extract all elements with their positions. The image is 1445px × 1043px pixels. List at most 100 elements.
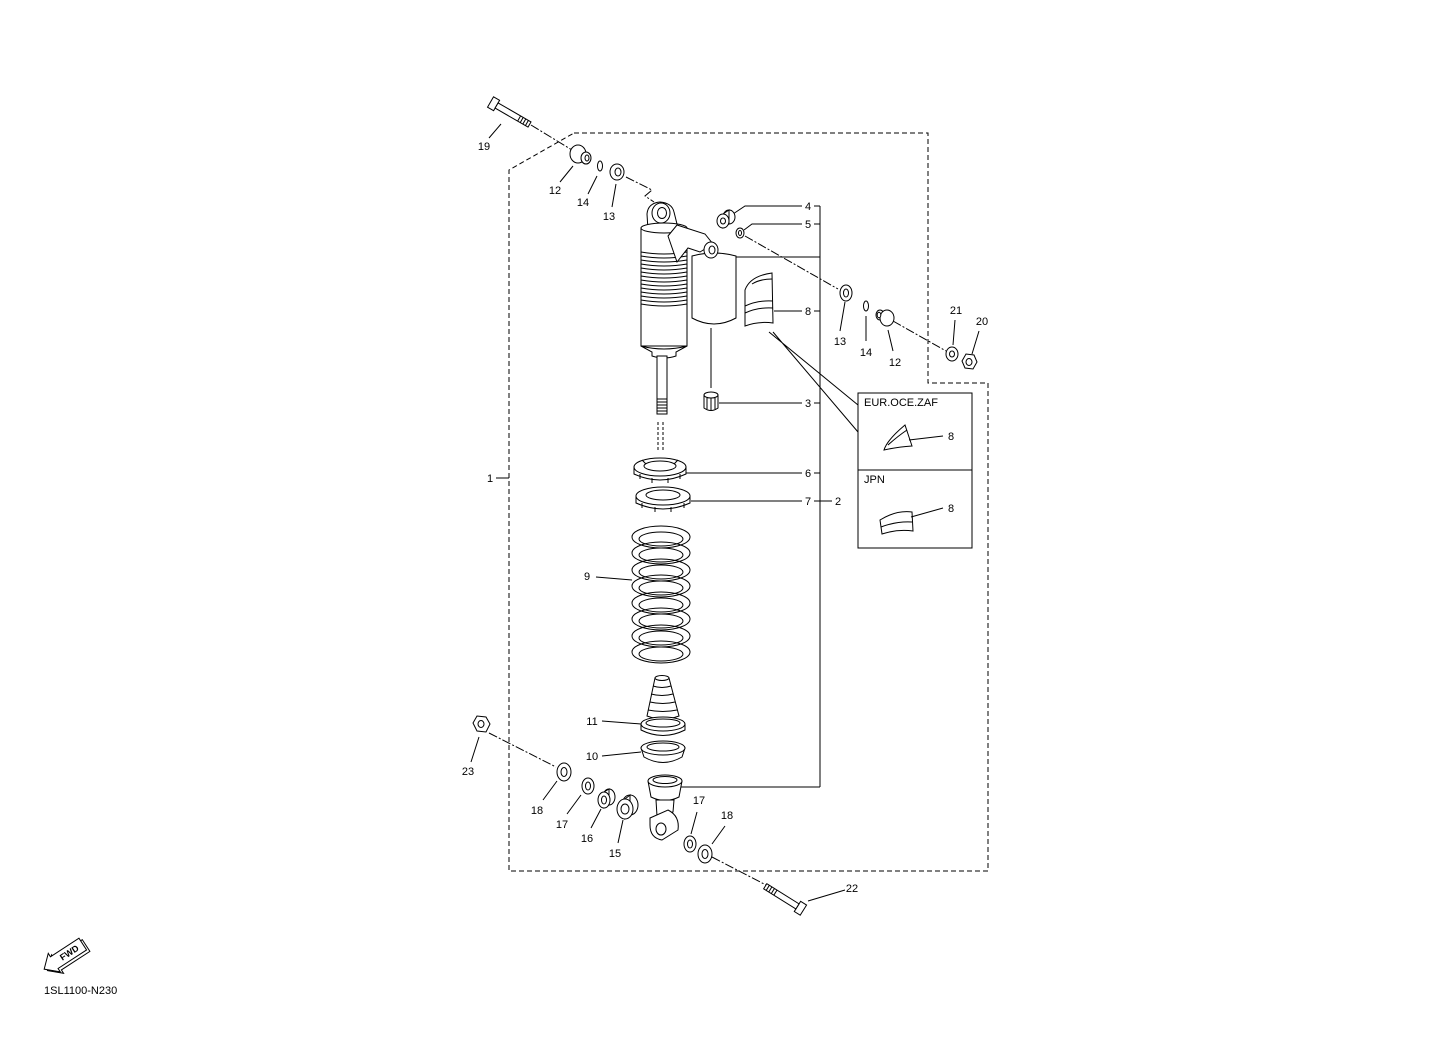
- inset-band-top-edge: [887, 429, 908, 446]
- part-3-knurl: [706, 398, 716, 410]
- callout-7: 7: [805, 496, 811, 508]
- shock-rod-thread: [657, 398, 667, 412]
- drawing-code: 1SL1100-N230: [44, 985, 117, 997]
- callout-16: 16: [581, 833, 593, 845]
- callout-21: 21: [950, 305, 962, 317]
- bolt-lower-thread: [765, 885, 778, 896]
- bolt-top-shaft: [494, 102, 532, 128]
- group-bracket: [680, 205, 832, 788]
- part-5-hole: [738, 230, 742, 236]
- bump-stop-ridges: [647, 685, 678, 712]
- part-4-hole: [720, 217, 726, 225]
- washer-top-hole: [614, 167, 622, 177]
- callout-17-right: 17: [693, 795, 705, 807]
- nut-lower-hole: [477, 720, 485, 728]
- bump-stop-top: [654, 675, 670, 681]
- oring-top: [597, 160, 603, 172]
- ring-10-hole: [646, 742, 680, 752]
- alignment-line-top: [530, 124, 573, 151]
- spring-coil: [631, 541, 691, 565]
- bearing-hole: [620, 803, 630, 815]
- clevis-eye-hole: [655, 822, 667, 836]
- collar-top-hole: [584, 154, 590, 162]
- callout-15: 15: [609, 848, 621, 860]
- callout-22: 22: [846, 883, 858, 895]
- spring-coil-inner: [638, 547, 684, 563]
- callout-14-top: 14: [577, 197, 589, 209]
- bushing-lower-left-hole: [585, 781, 591, 791]
- shock-rod: [656, 355, 668, 415]
- callout-17-left: 17: [556, 819, 568, 831]
- spacer-hole: [601, 795, 607, 805]
- reservoir-knob-center: [708, 245, 716, 255]
- part-3-top: [703, 391, 719, 399]
- bolt-lower: [762, 883, 808, 916]
- band-shell: [744, 272, 774, 327]
- spring-coil-inner: [638, 630, 684, 646]
- reservoir: [691, 252, 737, 325]
- spring: [631, 525, 691, 664]
- clevis-cup-hole: [652, 776, 678, 784]
- inset-callout-top: 8: [948, 431, 954, 443]
- alignment-line-right: [744, 235, 839, 290]
- callout-14-right: 14: [860, 347, 872, 359]
- bolt-lower-shaft: [762, 883, 800, 910]
- bolt-top-thread: [517, 115, 529, 126]
- washer-lower-left-hole: [560, 767, 568, 777]
- callout-6: 6: [805, 468, 811, 480]
- ring-6-hole: [643, 460, 677, 472]
- callout-12-top: 12: [549, 185, 561, 197]
- inset-region-top: EUR.OCE.ZAF: [864, 397, 938, 409]
- callout-9: 9: [584, 571, 590, 583]
- shock-body-bottom: [640, 345, 688, 359]
- alignment-line-far-right: [892, 320, 947, 352]
- assembly-boundary: [508, 132, 989, 872]
- inset-leader-lines: [768, 331, 859, 433]
- callout-10: 10: [586, 751, 598, 763]
- spring-coil-inner: [638, 646, 684, 662]
- bushing-lower-right-hole: [687, 839, 693, 849]
- spring-coil: [631, 574, 691, 598]
- fwd-arrow-shape: [43, 937, 88, 973]
- shock-eye-hole: [657, 207, 667, 219]
- ring-6-notches: [639, 459, 681, 483]
- washer-right-hole: [843, 288, 849, 298]
- oring-right: [863, 300, 869, 312]
- spring-coil: [631, 607, 691, 631]
- inset-region-bottom: JPN: [864, 474, 885, 486]
- spring-coil-inner: [638, 597, 684, 613]
- inset-leader-bottom: [910, 507, 944, 518]
- fwd-arrow: FWD: [43, 937, 91, 974]
- callout-13-top: 13: [603, 211, 615, 223]
- nut-far-right-hole: [965, 358, 973, 366]
- alignment-line-lower-right: [711, 856, 767, 886]
- ring-7-notches: [641, 503, 685, 512]
- callout-12-right: 12: [889, 357, 901, 369]
- callout-2: 2: [835, 496, 841, 508]
- alignment-line-eye: [625, 176, 655, 203]
- callout-5: 5: [805, 219, 811, 231]
- callout-18-right: 18: [721, 810, 733, 822]
- ring-7-hole: [645, 489, 681, 501]
- inset-callout-bottom: 8: [948, 503, 954, 515]
- callout-18-left: 18: [531, 805, 543, 817]
- callout-11: 11: [586, 716, 597, 728]
- callout-19: 19: [478, 141, 490, 153]
- callout-20: 20: [976, 316, 988, 328]
- callout-23: 23: [462, 766, 474, 778]
- callout-13-right: 13: [834, 336, 846, 348]
- spring-coil: [631, 640, 691, 664]
- inset-band-bottom-edge: [880, 521, 913, 528]
- washer-far-right-hole: [949, 350, 955, 358]
- callout-8: 8: [805, 306, 811, 318]
- spring-coil-inner: [638, 613, 684, 629]
- collar-right-flange: [879, 309, 895, 327]
- ring-11-hole: [645, 718, 681, 728]
- inset-leader-top: [908, 435, 944, 441]
- spring-coil-inner: [638, 531, 684, 547]
- shock-thread-lines: [640, 251, 688, 307]
- bolt-top: [486, 96, 532, 128]
- callout-1: 1: [487, 473, 493, 485]
- spring-coil-inner: [638, 564, 684, 580]
